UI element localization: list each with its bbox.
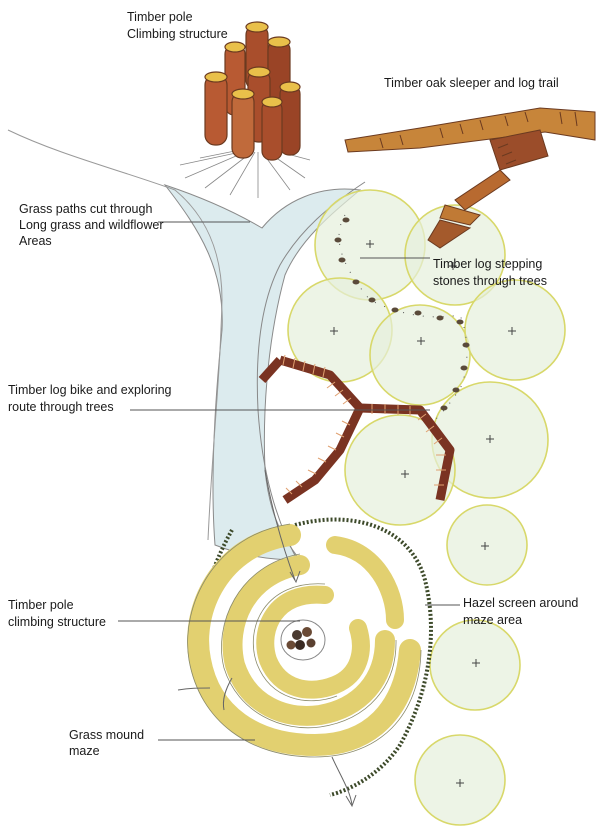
tree-canopies	[287, 189, 566, 826]
label-grass-paths-3: Areas	[19, 234, 52, 248]
climbing-structure-top	[179, 21, 311, 198]
mound-maze-outlines	[187, 523, 422, 758]
label-climbing-top-2: Climbing structure	[127, 27, 228, 41]
stepping-stones	[334, 217, 470, 411]
label-oak-trail: Timber oak sleeper and log trail	[384, 76, 559, 90]
tree-canopy	[446, 504, 528, 586]
label-bike-1: Timber log bike and exploring	[8, 383, 172, 397]
maze-ring-2	[222, 555, 395, 726]
maze-ring-4	[326, 536, 404, 629]
bike-route-sleepers	[282, 354, 446, 495]
bike-route	[258, 355, 455, 504]
climbing-structure-maze	[280, 619, 326, 661]
maze-ring-outer	[187, 524, 421, 757]
label-hazel-2: maze area	[463, 613, 522, 627]
movement-arrows	[177, 469, 357, 808]
label-stepping-2: stones through trees	[433, 274, 547, 288]
label-climbing-mid-2: climbing structure	[8, 615, 106, 629]
label-climbing-top-1: Timber pole	[127, 10, 193, 24]
label-mound-2: maze	[69, 744, 100, 758]
label-mound-1: Grass mound	[69, 728, 144, 742]
tree-canopy	[404, 204, 506, 306]
leader-lines	[118, 221, 460, 741]
grass-path-left-edge	[7, 129, 223, 541]
label-grass-paths-1: Grass paths cut through	[19, 202, 152, 216]
label-bike-2: route through trees	[8, 400, 114, 414]
tree-canopy	[429, 619, 521, 711]
label-grass-paths-2: Long grass and wildflower	[19, 218, 164, 232]
label-hazel-1: Hazel screen around	[463, 596, 578, 610]
mound-maze	[187, 524, 421, 757]
tree-canopy	[369, 304, 471, 406]
label-stepping-1: Timber log stepping	[433, 257, 542, 271]
tree-trunk-marks	[330, 240, 516, 787]
tree-canopy	[464, 279, 566, 381]
oak-sleeper-trail	[344, 107, 596, 249]
tree-canopy	[344, 414, 456, 526]
maze-ring-3	[256, 585, 370, 699]
hazel-screen	[294, 517, 433, 797]
grass-path-right-edge	[256, 181, 366, 566]
label-climbing-mid-1: Timber pole	[8, 598, 74, 612]
